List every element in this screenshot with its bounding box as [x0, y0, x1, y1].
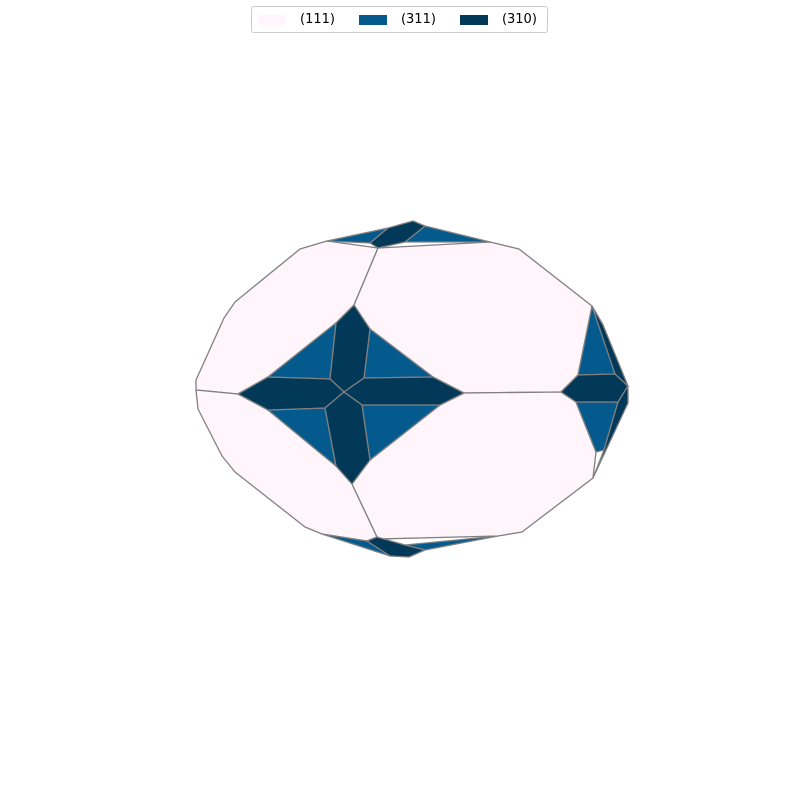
legend: (111) (311) (310) — [251, 6, 548, 33]
legend-entry-311: (311) — [358, 12, 436, 27]
facets-111 — [195, 240, 597, 542]
facet-310 — [366, 536, 426, 558]
facets-311 — [267, 225, 619, 557]
facet-310 — [324, 391, 371, 485]
legend-entry-111: (111) — [258, 12, 335, 27]
legend-swatch-111 — [258, 14, 286, 25]
legend-label-310: (310) — [501, 12, 537, 27]
facet-310 — [369, 220, 426, 249]
legend-label-311: (311) — [400, 12, 436, 27]
facets-310 — [237, 220, 629, 558]
legend-entry-310: (310) — [459, 12, 537, 27]
legend-swatch-310 — [459, 14, 488, 25]
legend-label-111: (111) — [300, 12, 335, 27]
legend-swatch-311 — [358, 14, 387, 25]
facet-310 — [592, 385, 629, 479]
